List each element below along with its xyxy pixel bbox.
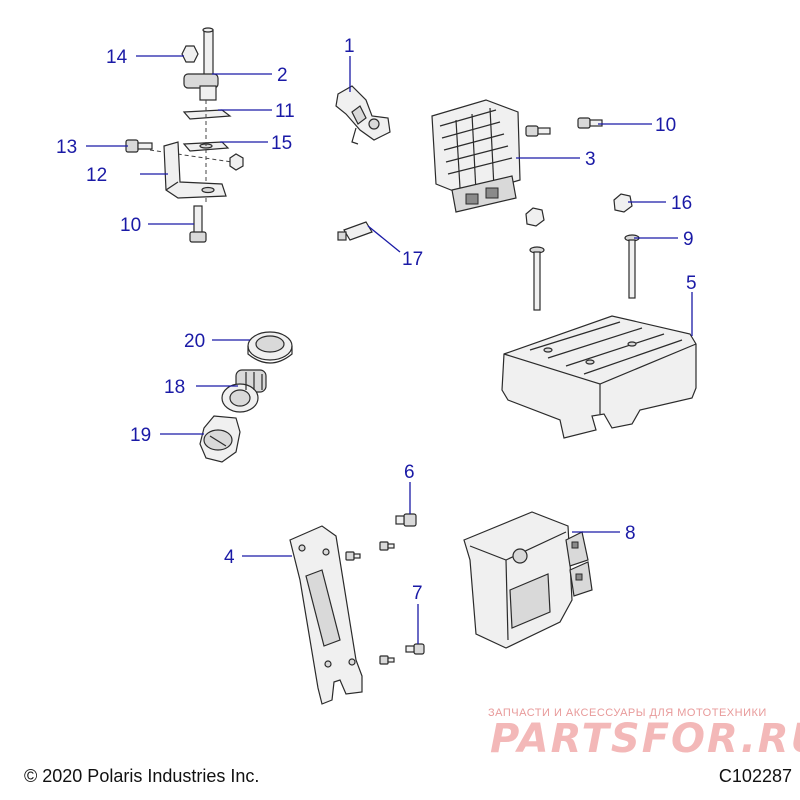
part-screw-6 [395,513,417,527]
callout-17: 17 [402,249,423,270]
part-screws-plate [345,541,395,665]
part-screw-10-upper [577,117,603,129]
part-socket-18 [221,369,267,413]
copyright-notice: © 2020 Polaris Industries Inc. [24,766,260,786]
callout-5: 5 [686,273,697,294]
part-bolt-13 [125,139,153,153]
callout-11: 11 [275,101,295,122]
part-bracket-12 [163,141,227,199]
part-sensor-post [183,27,219,101]
callout-7: 7 [412,583,423,604]
part-sensor-17 [337,221,373,241]
part-cover-5 [501,315,697,439]
part-screw-7 [405,643,425,655]
callout-15: 15 [271,133,292,154]
callout-13: 13 [56,137,77,158]
callout-12: 12 [86,165,107,186]
callout-1: 1 [344,36,355,57]
part-nut-under-regulator [525,207,545,227]
part-connector-1 [335,85,391,145]
part-screw-near-regulator [525,125,551,137]
part-washer-11 [182,109,232,120]
part-cap-19 [199,415,241,463]
callout-16: 16 [671,193,692,214]
diagram-code: C102287 [718,766,792,786]
callout-3: 3 [585,149,596,170]
callout-10-lower: 10 [120,215,141,236]
part-nut-bracket [229,153,244,171]
callout-4: 4 [224,547,235,568]
callout-10-upper: 10 [655,115,676,136]
callout-14: 14 [106,47,128,68]
watermark-tagline: ЗАПЧАСТИ И АКСЕССУАРЫ ДЛЯ МОТОТЕХНИКИ [488,707,767,719]
callout-19: 19 [130,425,151,446]
callout-6: 6 [404,462,415,483]
part-washer-15 [182,141,230,152]
callout-18: 18 [164,377,185,398]
part-ring-nut-20 [247,331,293,364]
callout-9: 9 [683,229,694,250]
watermark-logo: PARTSFOR.RU [490,716,800,762]
part-nut-14 [181,45,199,63]
callout-20: 20 [184,331,205,352]
callouts: 1 2 3 4 5 6 7 8 9 10 10 11 12 [56,36,697,644]
part-nut-16 [613,193,633,213]
part-bolt-9-left [529,246,545,311]
part-bolt-10-lower [189,205,207,243]
part-plate-4 [289,525,363,705]
callout-2: 2 [277,65,288,86]
part-regulator-3 [431,99,521,213]
callout-8: 8 [625,523,636,544]
part-bolt-9-right [624,234,640,299]
part-ecu-8 [463,511,593,649]
